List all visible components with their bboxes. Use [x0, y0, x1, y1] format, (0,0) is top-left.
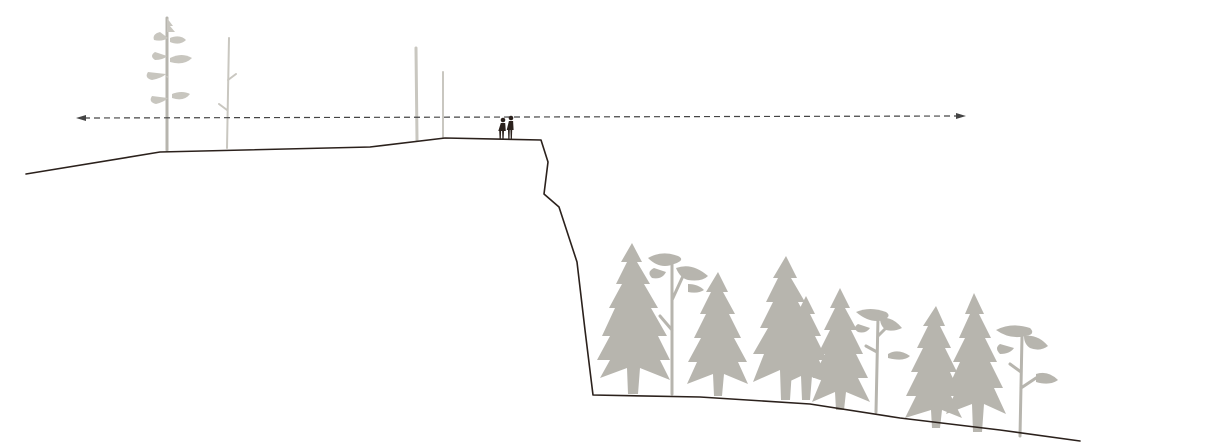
figure-person	[498, 118, 505, 139]
valley-tree-pine	[996, 325, 1058, 436]
sight-line-left-arrow	[76, 115, 86, 121]
sight-line-right-arrow	[956, 113, 966, 119]
plateau-tree-snag	[219, 38, 236, 148]
figure-person	[507, 116, 514, 139]
plateau-tree-snag	[416, 48, 417, 140]
plateau-tree-pine	[147, 18, 192, 150]
valley-tree-spruce	[597, 243, 670, 394]
valley-tree-spruce	[812, 288, 870, 410]
sight-line	[76, 113, 966, 121]
